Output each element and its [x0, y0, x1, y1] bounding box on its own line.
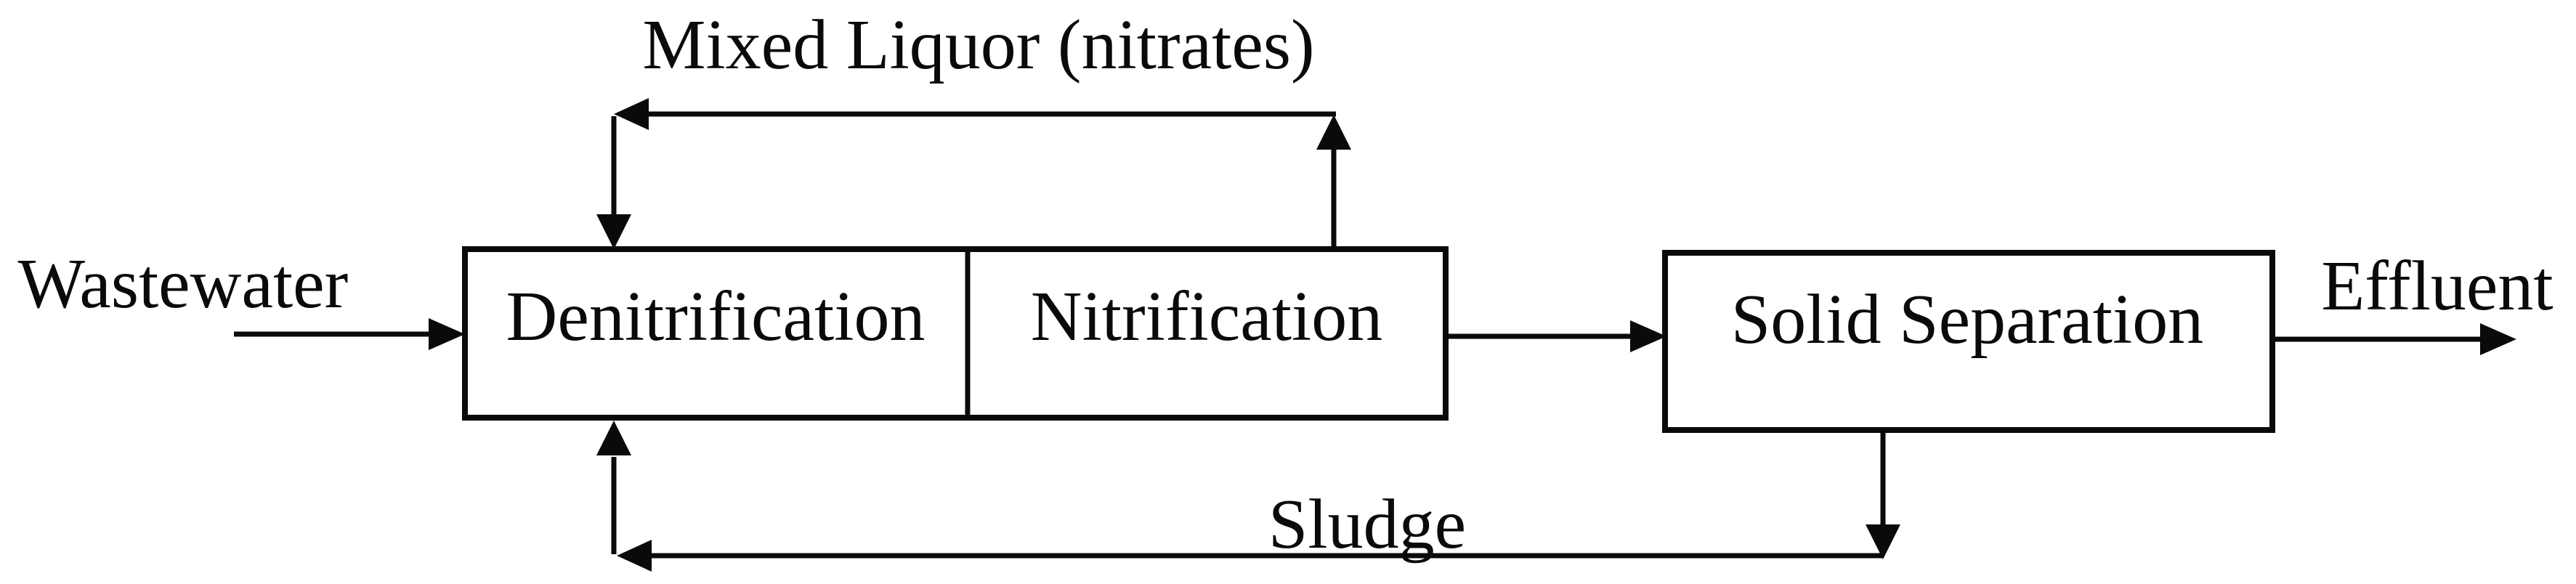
- bioreactor-to-separation-arrowhead-icon: [1630, 320, 1666, 352]
- nitrification-label: Nitrification: [1031, 277, 1382, 356]
- sludge-left-arrowhead-icon: [617, 540, 652, 572]
- denitrification-label: Denitrification: [506, 277, 926, 356]
- solid-separation-box: [1662, 250, 2275, 433]
- effluent-arrowhead-icon: [2480, 323, 2516, 355]
- mixed-liquor-down-arrowhead-icon: [596, 214, 631, 249]
- wastewater-label: Wastewater: [18, 245, 349, 323]
- sludge-up-arrowhead-icon: [596, 421, 631, 455]
- mixed-liquor-up-arrowhead-icon: [1316, 115, 1351, 150]
- mixed-liquor-left-arrowhead-icon: [614, 98, 649, 130]
- effluent-label: Effluent: [2321, 247, 2553, 325]
- sludge-drop-arrowhead-icon: [1866, 524, 1900, 559]
- wastewater-arrowhead-icon: [429, 318, 465, 350]
- bioreactor-box: [462, 246, 1449, 421]
- mixed-liquor-label: Mixed Liquor (nitrates): [642, 6, 1314, 84]
- sludge-label: Sludge: [1268, 485, 1466, 564]
- solid-separation-label: Solid Separation: [1731, 280, 2204, 359]
